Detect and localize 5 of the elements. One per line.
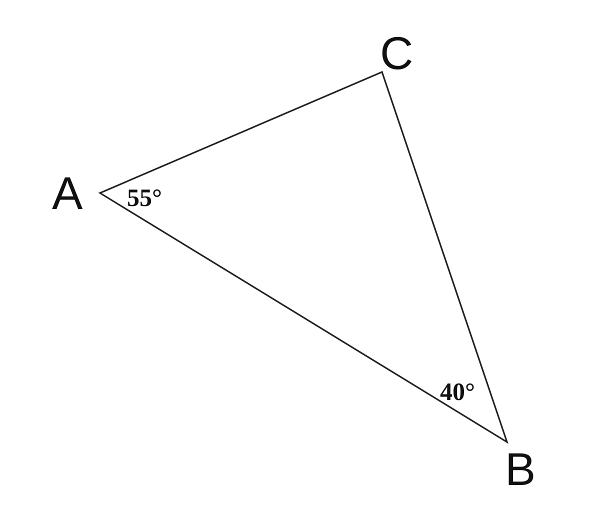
angle-label: 55° xyxy=(127,186,162,211)
vertex-label: B xyxy=(505,446,536,492)
vertex-label: C xyxy=(380,30,414,76)
angle-label: 40° xyxy=(440,380,475,405)
vertex-label: A xyxy=(52,170,83,216)
